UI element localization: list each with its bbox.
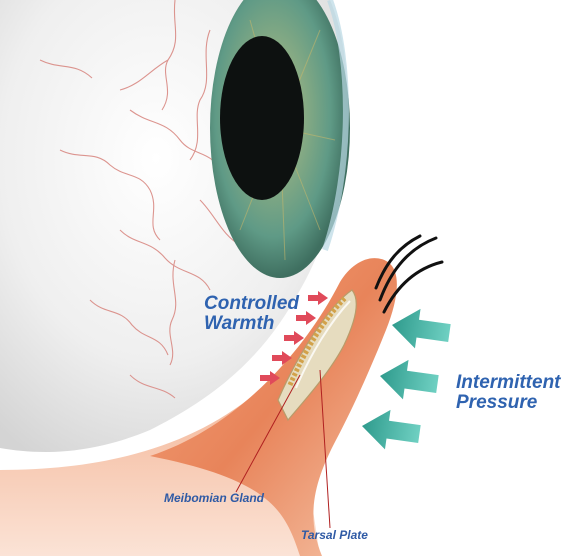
small-red-arrow-icon — [260, 371, 280, 385]
eyelashes — [374, 234, 444, 314]
meibomian-gland — [287, 296, 347, 386]
meibomian-gland-label: Meibomian Gland — [164, 491, 265, 505]
small-red-arrow-icon — [272, 351, 292, 365]
gland-leader-line — [235, 374, 301, 493]
warmth-line1: Controlled — [204, 293, 299, 314]
pressure-line1: Intermittent — [456, 372, 561, 393]
pressure-line2: Pressure — [456, 391, 538, 413]
pressure-arrows — [362, 308, 451, 450]
small-red-arrow-icon — [296, 311, 316, 325]
controlled-warmth-label: Controlled Warmth — [204, 294, 299, 334]
teal-block-arrow-icon — [362, 409, 421, 450]
intermittent-pressure-label: Intermittent Pressure — [456, 373, 561, 413]
plate-leader-line — [319, 369, 331, 529]
tarsal-plate-label: Tarsal Plate — [301, 528, 368, 542]
teal-block-arrow-icon — [392, 308, 451, 349]
small-red-arrow-icon — [308, 291, 328, 305]
tarsal-plate — [277, 289, 357, 422]
small-red-arrow-icon — [284, 331, 304, 345]
warmth-arrows — [260, 291, 328, 385]
pupil — [220, 36, 304, 200]
warmth-line2: Warmth — [204, 312, 275, 334]
cornea-highlight — [322, 0, 349, 251]
teal-block-arrow-icon — [380, 359, 439, 400]
